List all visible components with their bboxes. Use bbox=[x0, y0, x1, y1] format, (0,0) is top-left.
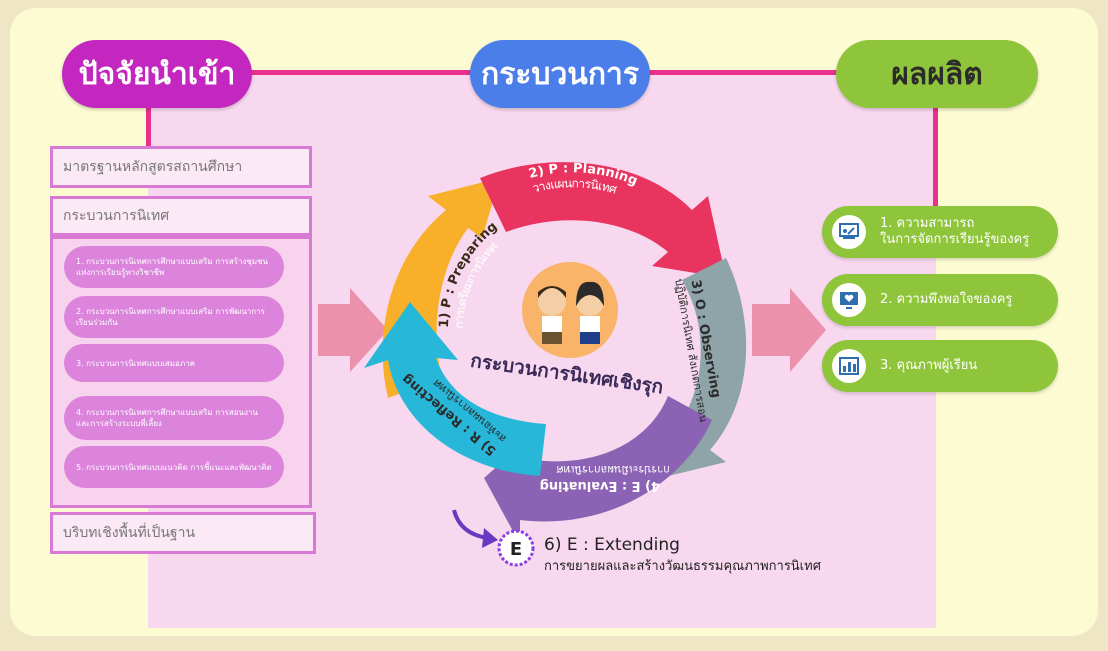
method-item-5: 5. กระบวนการนิเทศแบบแนวคิด การชี้แนะและพ… bbox=[64, 446, 284, 488]
extending-curve-arrow bbox=[452, 509, 489, 540]
extending-code: 6) E : Extending bbox=[544, 535, 680, 555]
method-item-4: 4. กระบวนการนิเทศการศึกษาแบบเสริม การสอน… bbox=[64, 396, 284, 440]
center-emblem bbox=[522, 262, 618, 358]
process-to-output-arrow bbox=[752, 288, 826, 372]
output-2-text: 2. ความพึงพอใจของครู bbox=[880, 292, 1013, 307]
area-context-box: บริบทเชิงพื้นที่เป็นฐาน bbox=[50, 512, 316, 554]
curriculum-standard-box: มาตรฐานหลักสูตรสถานศึกษา bbox=[50, 146, 312, 188]
input-header: ปัจจัยนำเข้า bbox=[62, 40, 252, 108]
extending-thai: การขยายผลและสร้างวัฒนธรรมคุณภาพการนิเทศ bbox=[544, 559, 822, 574]
method-item-1: 1. กระบวนการนิเทศการศึกษาแบบเสริม การสร้… bbox=[64, 246, 284, 288]
process-header: กระบวนการ bbox=[470, 40, 650, 108]
output-item-2: 2. ความพึงพอใจของครู bbox=[822, 274, 1058, 326]
extending-badge-ring bbox=[497, 529, 535, 567]
left-connector-line bbox=[146, 72, 151, 152]
output-item-3: 3. คุณภาพผู้เรียน bbox=[822, 340, 1058, 392]
teaching-icon bbox=[832, 215, 866, 249]
output-header: ผลผลิต bbox=[836, 40, 1038, 108]
step-reflecting-arrow bbox=[364, 302, 546, 476]
supervision-process-box: กระบวนการนิเทศ bbox=[50, 196, 312, 236]
output-1-line1: 1. ความสามารถ bbox=[880, 216, 975, 231]
output-1-line2: ในการจัดการเรียนรู้ของครู bbox=[880, 232, 1030, 247]
step-evaluating-thai: การประเมินผลการนิเทศ bbox=[556, 463, 670, 476]
method-item-3: 3. กระบวนการนิเทศแบบเสมอภาค bbox=[64, 344, 284, 382]
bar-chart-icon bbox=[832, 349, 866, 383]
right-connector-line bbox=[933, 72, 938, 212]
step-evaluating-arrow bbox=[484, 396, 712, 544]
output-3-text: 3. คุณภาพผู้เรียน bbox=[880, 358, 978, 373]
input-to-process-arrow bbox=[318, 288, 388, 372]
heart-screen-icon bbox=[832, 283, 866, 317]
girl-student-icon bbox=[576, 281, 604, 344]
method-item-2: 2. กระบวนการนิเทศการศึกษาแบบเสริม การพัฒ… bbox=[64, 296, 284, 338]
output-item-1: 1. ความสามารถ ในการจัดการเรียนรู้ของครู bbox=[822, 206, 1058, 258]
extending-badge: E bbox=[510, 539, 522, 560]
extending-arrow-head bbox=[482, 528, 498, 548]
step-evaluating-code: 4) E : Evaluating bbox=[540, 478, 661, 493]
boy-student-icon bbox=[538, 286, 566, 344]
step-planning-arrow bbox=[480, 162, 726, 278]
